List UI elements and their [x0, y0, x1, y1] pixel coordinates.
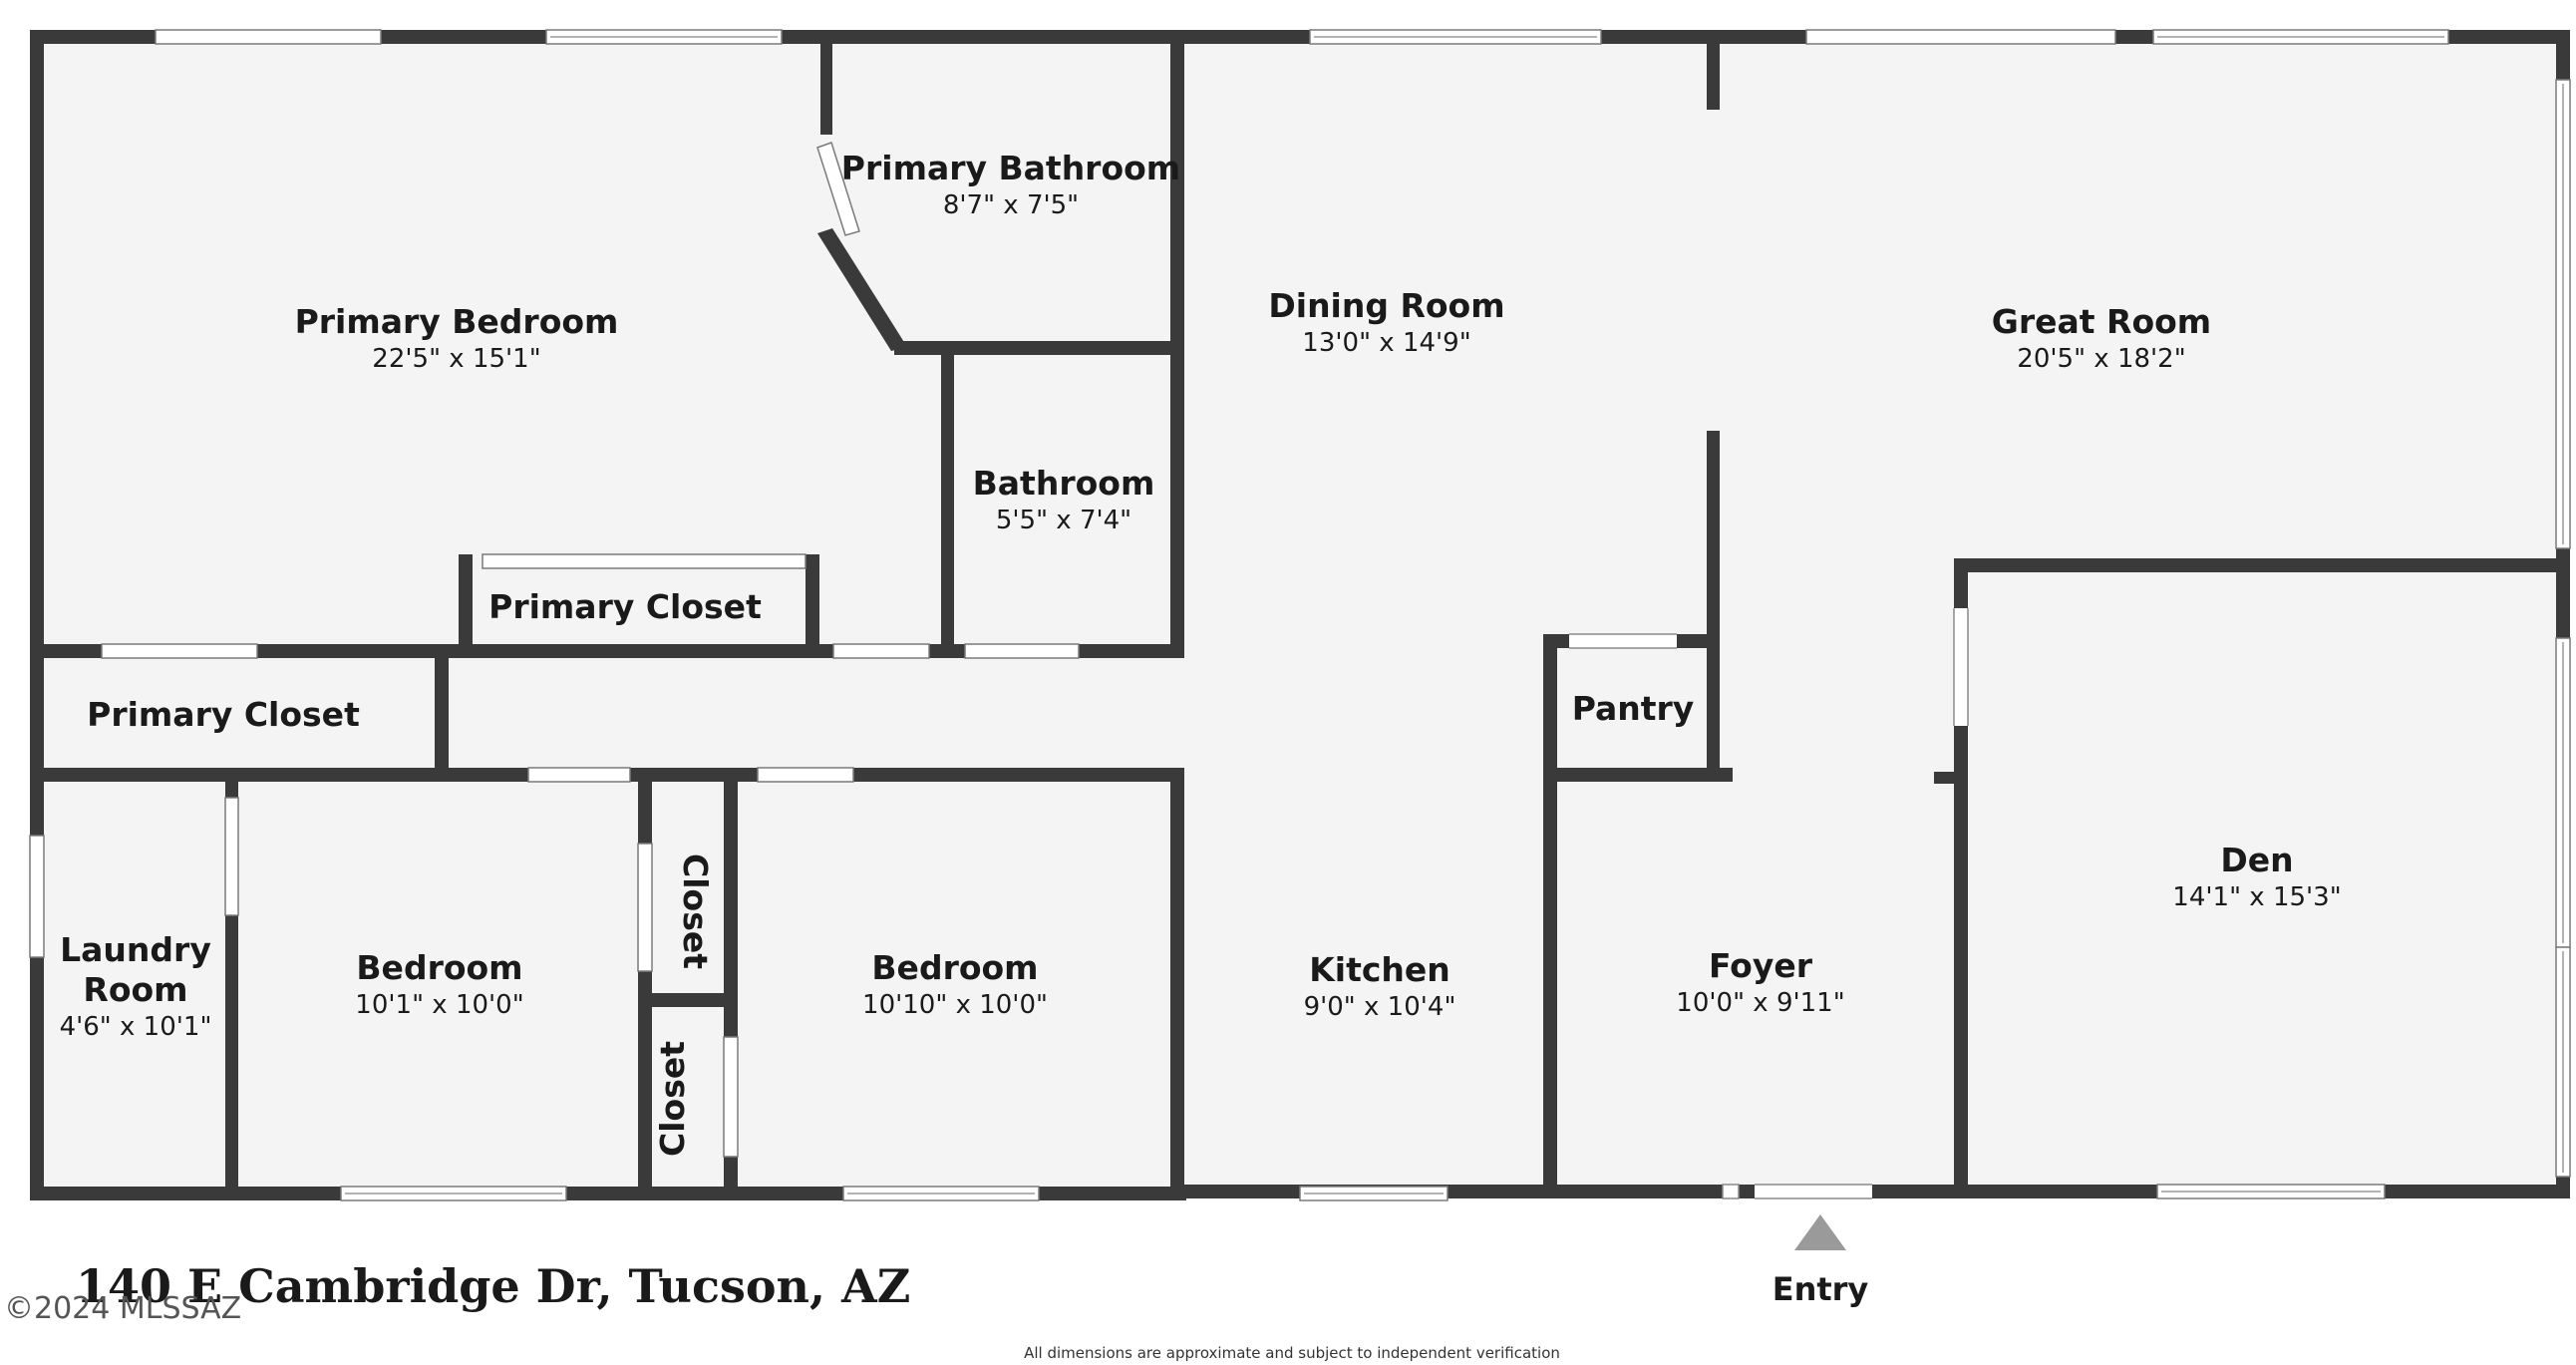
room-dims-laundry-room: 4'6" x 10'1" — [60, 1012, 212, 1042]
copyright-watermark: ©2024 MLSSAZ — [4, 1291, 241, 1326]
room-name-kitchen: Kitchen — [1309, 950, 1450, 989]
room-name-closet-upper: Closet — [676, 853, 715, 969]
primary-bath-door — [816, 142, 860, 236]
room-name-laundry-line-2: Room — [83, 970, 187, 1009]
room-name-laundry-line-1: Laundry — [60, 930, 211, 969]
room-dims-dining-room: 13'0" x 14'9" — [1302, 328, 1470, 358]
room-name-primary-closet-upper: Primary Closet — [488, 587, 762, 626]
room-name-den: Den — [2220, 841, 2293, 879]
windows — [29, 29, 2571, 1201]
property-address: 140 E Cambridge Dr, Tucson, AZ — [76, 1259, 910, 1313]
room-name-bathroom: Bathroom — [973, 464, 1155, 503]
entry-arrow-icon — [1794, 1214, 1846, 1250]
room-name-primary-bathroom: Primary Bathroom — [841, 149, 1180, 187]
room-dims-bathroom: 5'5" x 7'4" — [996, 506, 1131, 535]
room-dims-bedroom-1: 10'1" x 10'0" — [355, 990, 523, 1020]
room-dims-primary-bedroom: 22'5" x 15'1" — [372, 344, 540, 374]
room-name-bedroom-2: Bedroom — [871, 948, 1038, 987]
room-name-closet-lower: Closet — [653, 1041, 692, 1157]
room-name-dining-room: Dining Room — [1268, 286, 1504, 325]
room-dims-primary-bathroom: 8'7" x 7'5" — [943, 190, 1079, 220]
door-openings — [1569, 608, 1969, 1199]
room-name-foyer: Foyer — [1709, 946, 1813, 985]
disclaimer-text: All dimensions are approximate and subje… — [1024, 1344, 1560, 1362]
room-dims-kitchen: 9'0" x 10'4" — [1304, 992, 1456, 1022]
entry-label: Entry — [1772, 1270, 1869, 1308]
room-dims-den: 14'1" x 15'3" — [2172, 882, 2341, 912]
room-name-primary-closet-lower: Primary Closet — [87, 695, 360, 734]
room-labels: Primary Bedroom 22'5" x 15'1" Primary Ba… — [60, 149, 2342, 1157]
room-name-great-room: Great Room — [1992, 302, 2211, 341]
room-dims-bedroom-2: 10'10" x 10'0" — [862, 990, 1048, 1020]
room-dims-great-room: 20'5" x 18'2" — [2017, 344, 2185, 374]
room-name-pantry: Pantry — [1572, 689, 1695, 728]
floor-area — [34, 38, 2561, 1194]
room-dims-foyer: 10'0" x 9'11" — [1676, 988, 1844, 1018]
room-name-primary-bedroom: Primary Bedroom — [295, 302, 619, 341]
room-name-bedroom-1: Bedroom — [356, 948, 522, 987]
